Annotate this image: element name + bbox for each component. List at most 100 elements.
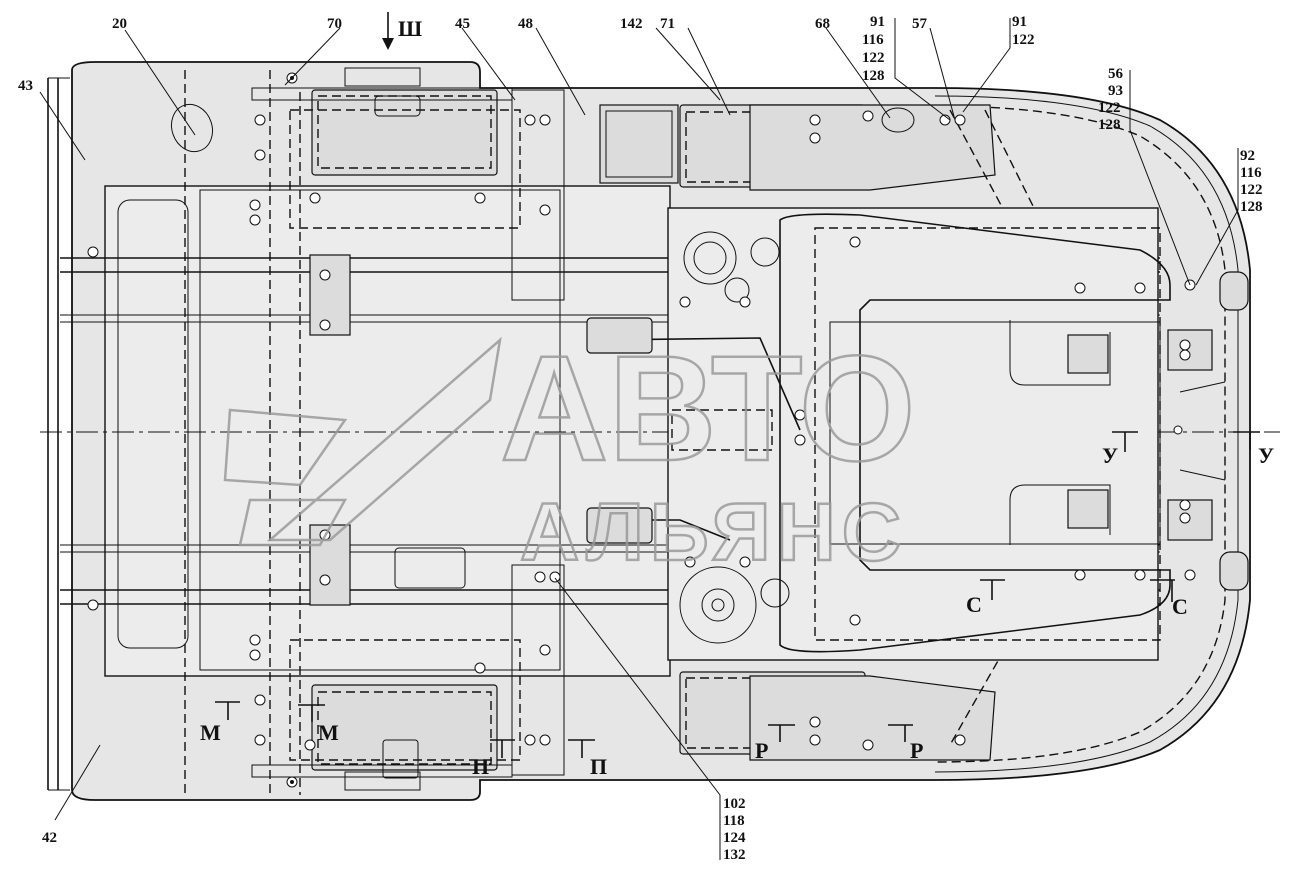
seat-cutout xyxy=(779,213,1171,653)
section-s-right: С xyxy=(1172,594,1188,619)
callout-91b-2: 122 xyxy=(1012,32,1035,48)
dashed-diagonal-bottom xyxy=(949,551,1061,746)
callout-91a-4: 128 xyxy=(862,68,885,84)
callout-71: 71 xyxy=(660,16,675,32)
section-m-right: М xyxy=(318,720,339,745)
callout-102-2: 118 xyxy=(723,813,745,829)
section-s-left: С xyxy=(966,592,982,617)
dashed-box-top xyxy=(289,109,521,229)
leader-lines xyxy=(39,18,1239,860)
right-bracket-top xyxy=(1167,329,1213,371)
oval-68 xyxy=(881,107,915,133)
callout-group-56: 56 93 122 128 xyxy=(1098,66,1124,133)
watermark: АВТО АЛЬЯНС xyxy=(223,323,917,579)
callout-102-4: 132 xyxy=(723,847,746,863)
ring-small xyxy=(724,277,750,303)
callout-92-4: 128 xyxy=(1240,199,1263,215)
callout-91a-1: 91 xyxy=(870,14,885,30)
callout-57: 57 xyxy=(912,16,928,32)
panel-bottom-left-dashed xyxy=(317,691,492,765)
section-markers xyxy=(215,12,1260,758)
panel-68 xyxy=(749,104,996,191)
section-p-left: П xyxy=(472,754,489,779)
callout-91a-3: 122 xyxy=(862,50,885,66)
lamp-bottom xyxy=(1219,551,1249,591)
seat-bracket-top xyxy=(1009,320,1111,386)
mount-top xyxy=(1067,334,1109,374)
callout-group-102: 102 118 124 132 xyxy=(723,796,746,863)
watermark-line1: АВТО xyxy=(500,324,916,492)
floor-plate-inner-2 xyxy=(199,189,561,671)
dashed-outline-left xyxy=(184,70,271,795)
mechanism-box xyxy=(671,409,773,451)
callout-group-91a: 91 116 122 128 xyxy=(862,14,885,84)
cab-frame-right-top xyxy=(511,89,565,301)
oval-20 xyxy=(170,103,214,153)
callout-56-4: 128 xyxy=(1098,117,1121,133)
panel-142 xyxy=(599,104,679,184)
flange-disc-center xyxy=(711,598,725,612)
callout-45: 45 xyxy=(455,16,470,32)
dashed-left-diag-top xyxy=(984,109,1081,301)
callout-142: 142 xyxy=(620,16,643,32)
seat-base-dashed xyxy=(814,227,1161,641)
mount-bottom xyxy=(1067,489,1109,529)
pedal-drum-1 xyxy=(683,231,737,285)
callout-68: 68 xyxy=(815,16,830,32)
bracket-left-bottom xyxy=(309,524,351,606)
bolts xyxy=(87,72,1196,788)
control-rod xyxy=(602,337,801,431)
callout-20: 20 xyxy=(112,16,127,32)
callout-group-92: 92 116 122 128 xyxy=(1240,148,1263,215)
callout-70: 70 xyxy=(327,16,342,32)
panel-70 xyxy=(311,89,498,176)
lever-plate-top xyxy=(586,317,653,354)
top-tab xyxy=(344,67,421,87)
section-p-right: П xyxy=(590,754,607,779)
callout-102-3: 124 xyxy=(723,830,746,846)
callout-42: 42 xyxy=(42,830,57,846)
cab-inner-outline xyxy=(934,95,1239,773)
dashed-box-bottom xyxy=(289,639,521,761)
callout-92-1: 92 xyxy=(1240,148,1255,164)
cab-frame-right-bottom xyxy=(511,564,565,776)
floor-plate-inner xyxy=(117,199,189,649)
handle-70 xyxy=(374,95,421,117)
right-panel-diag xyxy=(1179,381,1226,481)
callout-92-2: 116 xyxy=(1240,165,1262,181)
callout-91b-1: 91 xyxy=(1012,14,1027,30)
view-label: Ш xyxy=(398,16,422,41)
section-u-left: У xyxy=(1102,443,1118,468)
left-edge xyxy=(47,78,59,790)
pedal-drum-2 xyxy=(750,237,780,267)
callout-48: 48 xyxy=(518,16,533,32)
callout-43: 43 xyxy=(18,78,33,94)
left-edge-cut xyxy=(48,77,70,791)
watermark-line2: АЛЬЯНС xyxy=(520,487,907,578)
callout-56-1: 56 xyxy=(1108,66,1124,82)
section-r-left: Р xyxy=(755,738,768,763)
callout-102-1: 102 xyxy=(723,796,746,812)
cab-dashed-contour xyxy=(934,105,1226,763)
bracket-left-top xyxy=(309,254,351,336)
callout-92-3: 122 xyxy=(1240,182,1263,198)
callout-91a-2: 116 xyxy=(862,32,884,48)
flange-disc xyxy=(679,566,757,644)
seat-bracket-bottom xyxy=(1009,484,1111,545)
callout-56-2: 93 xyxy=(1108,83,1123,99)
section-r-right: Р xyxy=(910,738,923,763)
section-u-right: У xyxy=(1258,443,1274,468)
callout-group-91b: 91 122 xyxy=(1012,14,1035,48)
pedal-drum-1-inner xyxy=(693,241,727,275)
floor-plate xyxy=(104,185,671,677)
drum-bottom xyxy=(760,578,790,608)
callout-56-3: 122 xyxy=(1098,100,1121,116)
panel-bottom-left xyxy=(311,684,498,771)
flange-disc-inner xyxy=(701,588,735,622)
handle-bottom xyxy=(382,739,419,779)
lamp-top xyxy=(1219,271,1249,311)
bracket-b xyxy=(394,547,466,589)
lever-plate-bottom xyxy=(586,507,653,544)
